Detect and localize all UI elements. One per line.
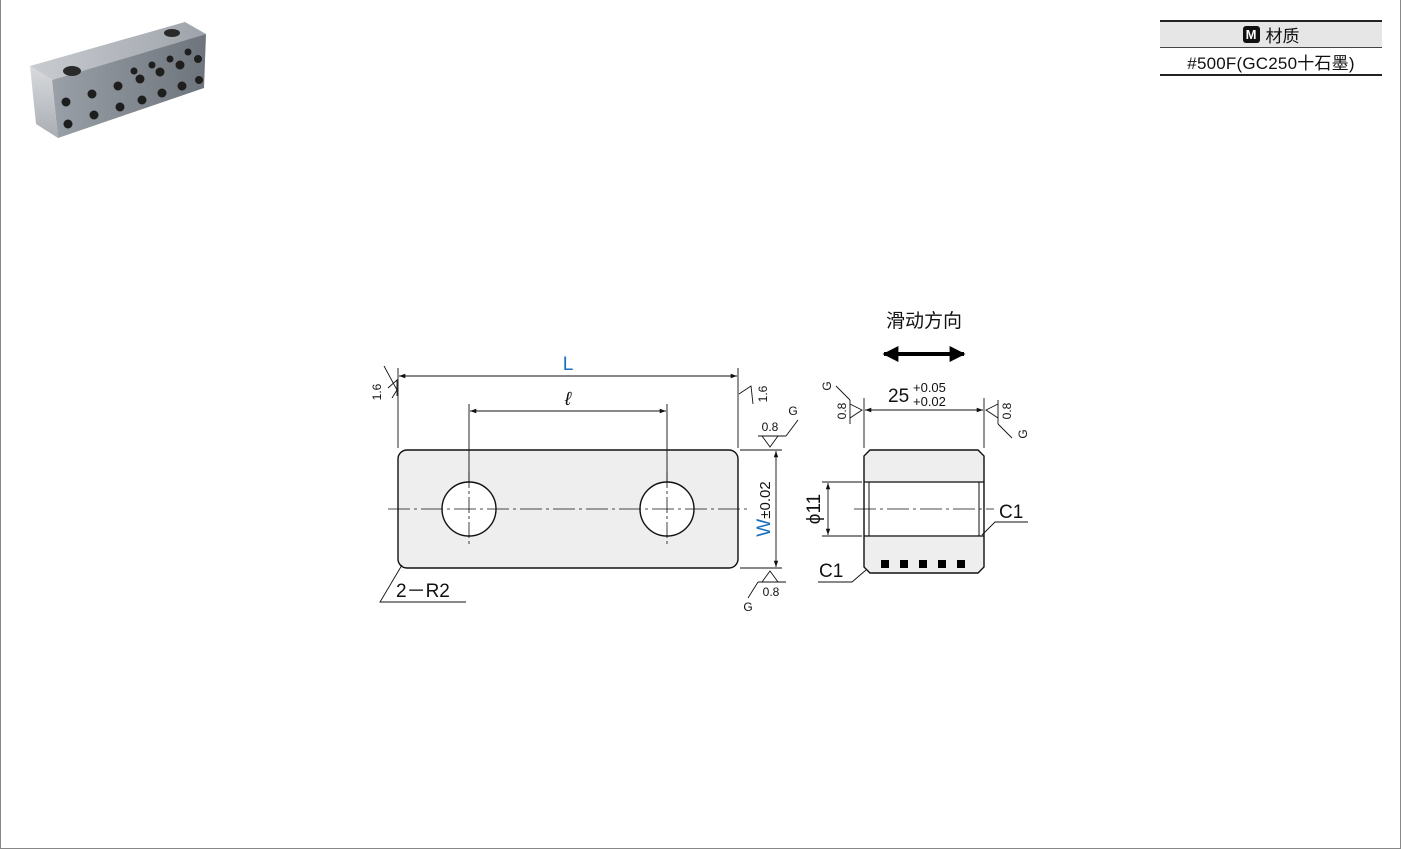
side-view: 滑动方向 25 +0.05 +0.02 ϕ11 C1: [804, 310, 1030, 583]
roughness-symbol-w-bottom: 0.8 G: [743, 570, 786, 614]
roughness-symbol-left: 1.6: [370, 365, 398, 400]
chamfer-leader-right: [981, 521, 1028, 536]
material-header-label: 材质: [1265, 27, 1300, 46]
grind-g-side-right: G: [1016, 429, 1030, 438]
grind-g-w-bottom: G: [743, 600, 752, 614]
material-value: #500F(GC250十石墨): [1187, 53, 1355, 73]
graphite-plugs: [881, 560, 965, 568]
roughness-0-8-side-left: 0.8: [835, 402, 849, 419]
hole-diameter-label: ϕ11: [804, 494, 825, 524]
chamfer-right-label: C1: [999, 502, 1023, 523]
dim-W-tolerance: ±0.02: [757, 481, 774, 518]
tolerance-upper: +0.05: [913, 380, 946, 395]
chamfer-leader-left: [818, 569, 867, 583]
roughness-symbol-side-right: 0.8 G: [985, 400, 1030, 439]
grind-g-side-left: G: [820, 381, 834, 390]
roughness-symbol-right: 1.6: [738, 385, 770, 405]
roughness-symbol-side-left: 0.8 G: [820, 381, 863, 424]
material-badge-icon: M: [1242, 26, 1260, 43]
roughness-0-8-w-bottom: 0.8: [763, 585, 780, 599]
chamfer-left-label: C1: [819, 561, 843, 582]
dim-width-value: 25: [888, 386, 909, 407]
grind-g-w-top: G: [788, 404, 797, 418]
roughness-symbol-w-top: 0.8 G: [758, 404, 799, 448]
roughness-0-8-side-right: 0.8: [1000, 402, 1014, 419]
radius-leader: [379, 564, 466, 603]
roughness-0-8-w-top: 0.8: [762, 420, 779, 434]
dim-L-label: L: [563, 354, 574, 375]
roughness-1-6-left: 1.6: [370, 383, 384, 400]
tolerance-lower: +0.02: [913, 394, 946, 409]
corner-radius-label: 2－R2: [396, 581, 450, 602]
dim-W-letter: W: [754, 519, 775, 537]
roughness-1-6-right: 1.6: [756, 385, 770, 402]
front-view: L ℓ W±0.02 2－R2 1.6 1.6 0.8 G: [370, 354, 799, 614]
material-table: M 材质 #500F(GC250十石墨): [1160, 20, 1382, 76]
dim-W-label: W±0.02: [754, 481, 775, 536]
material-table-header: M 材质: [1160, 22, 1382, 48]
dim-l-label: ℓ: [564, 389, 572, 410]
sliding-direction-label: 滑动方向: [886, 310, 962, 332]
